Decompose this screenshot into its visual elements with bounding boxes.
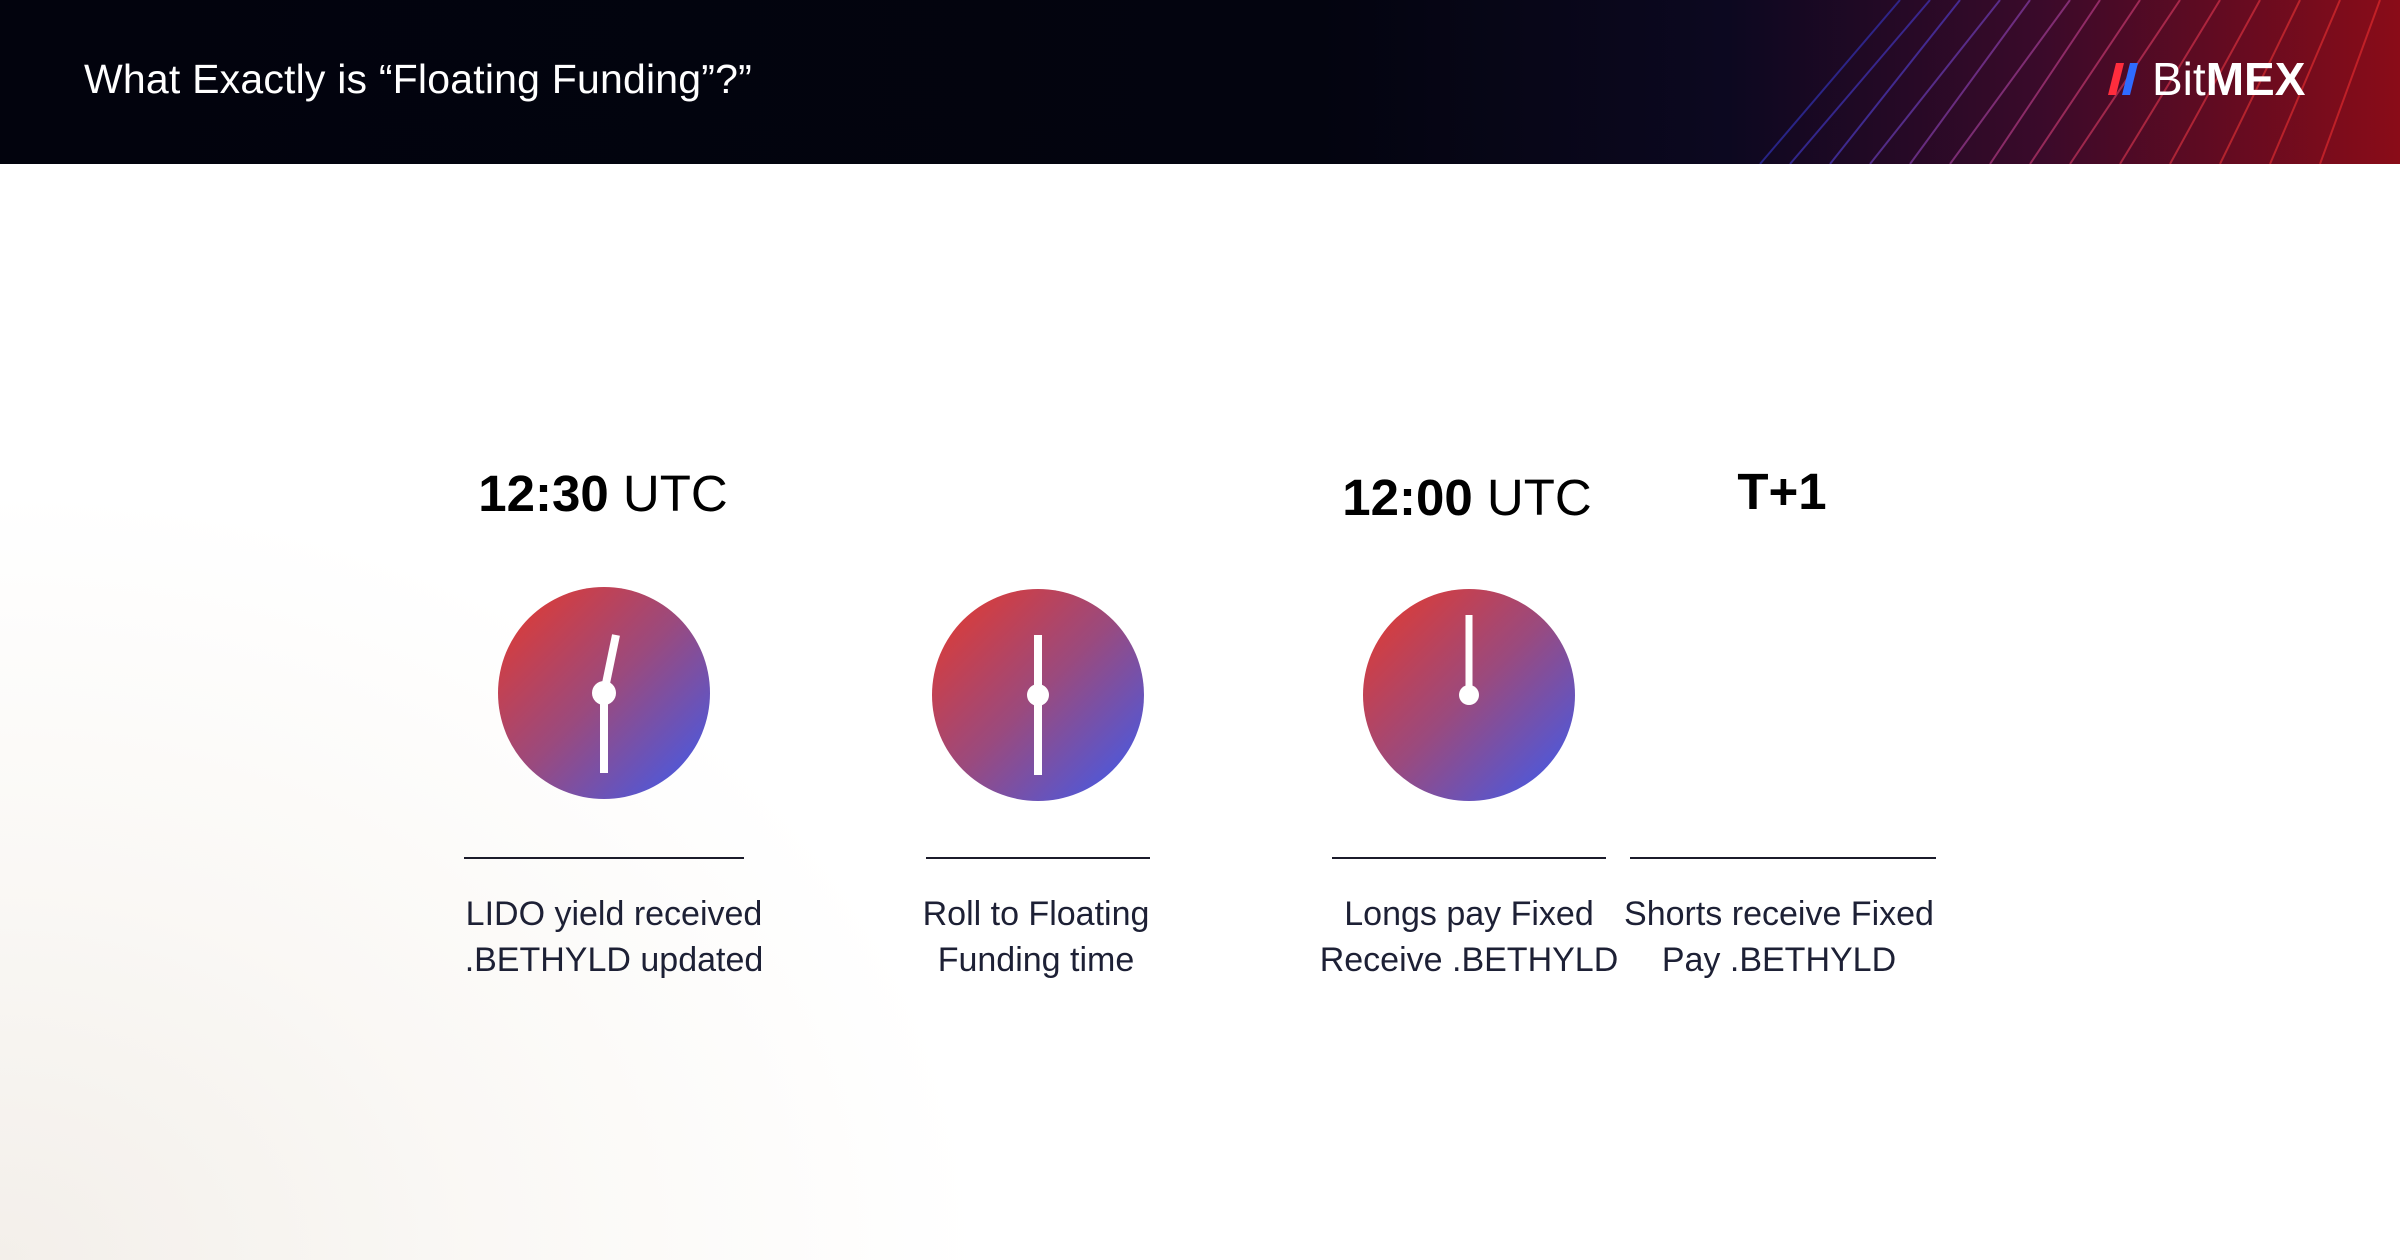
step-1-divider [464, 857, 744, 859]
step-3-time: 12:00 UTC [1342, 469, 1592, 526]
bitmex-logo-mark-icon [2108, 63, 2138, 95]
header-bar: What Exactly is “Floating Funding”?” Bit… [0, 0, 2400, 164]
step-1-time: 12:30 UTC [478, 465, 728, 522]
bitmex-logo: BitMEX [2104, 56, 2305, 102]
step-1-clock-icon [498, 587, 710, 799]
step-3-caption: Longs pay Fixed Receive .BETHYLD [1319, 895, 1619, 979]
step-4-divider [1630, 857, 1936, 859]
slide-title: What Exactly is “Floating Funding”?” [84, 56, 753, 102]
step-4-caption: Shorts receive Fixed Pay .BETHYLD [1624, 895, 1934, 979]
step-3-divider [1332, 857, 1606, 859]
step-3-clock-icon [1363, 589, 1575, 801]
step-1-caption: LIDO yield received .BETHYLD updated [464, 895, 764, 979]
header-decoration [1759, 0, 2381, 164]
step-2-clock-icon [932, 589, 1144, 801]
step-4-time: T+1 [1737, 463, 1827, 520]
bitmex-wordmark: BitMEX [2152, 53, 2306, 105]
step-2-caption: Roll to Floating Funding time [922, 895, 1150, 979]
step-2-divider [926, 857, 1150, 859]
